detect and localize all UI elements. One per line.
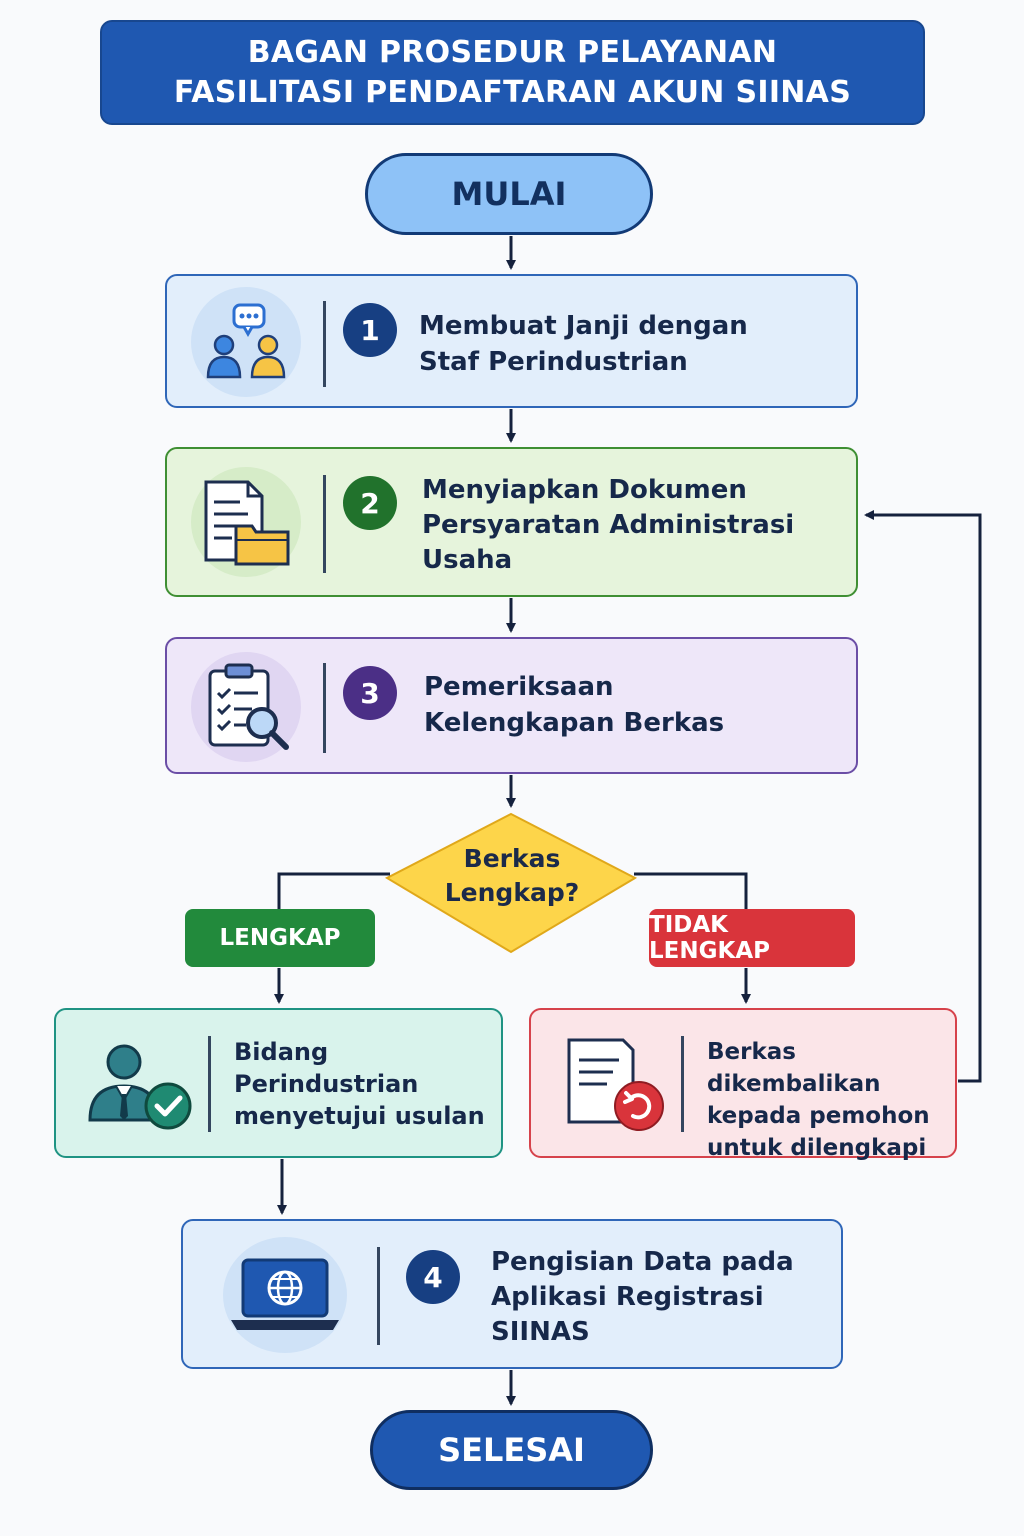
step-3-number: 3 bbox=[360, 676, 380, 710]
step-3-divider bbox=[323, 663, 326, 753]
step-3-number-badge: 3 bbox=[343, 666, 397, 720]
title-line-1: BAGAN PROSEDUR PELAYANAN bbox=[247, 34, 778, 70]
step-1-box: 1 Membuat Janji dengan Staf Perindustria… bbox=[165, 274, 858, 408]
step-2-divider bbox=[323, 475, 326, 573]
step-3-box: 3 Pemeriksaan Kelengkapan Berkas bbox=[165, 637, 858, 774]
step-2-line-2: Persyaratan Administrasi bbox=[422, 510, 795, 540]
step-1-number-badge: 1 bbox=[343, 303, 397, 357]
laptop-globe-icon bbox=[223, 1237, 347, 1353]
step-1-line-1: Membuat Janji dengan bbox=[419, 311, 748, 341]
approval-line-2: Perindustrian bbox=[234, 1070, 419, 1098]
approval-text: Bidang Perindustrian menyetujui usulan bbox=[234, 1036, 485, 1132]
checklist-magnifier-icon bbox=[191, 652, 301, 762]
return-line-1: Berkas dikembalikan bbox=[707, 1039, 881, 1097]
arrow-return-loop bbox=[864, 510, 982, 1083]
decision-text: Berkas Lengkap? bbox=[412, 842, 612, 910]
complete-label: LENGKAP bbox=[185, 909, 375, 967]
approval-line-1: Bidang bbox=[234, 1038, 329, 1066]
line-decision-to-complete bbox=[277, 872, 390, 909]
step-4-line-3: SIINAS bbox=[491, 1317, 590, 1347]
step-2-text: Menyiapkan Dokumen Persyaratan Administr… bbox=[422, 473, 794, 578]
step-1-number: 1 bbox=[360, 313, 380, 347]
approval-box: Bidang Perindustrian menyetujui usulan bbox=[54, 1008, 503, 1158]
approval-line-3: menyetujui usulan bbox=[234, 1102, 485, 1130]
start-label: MULAI bbox=[451, 175, 567, 213]
return-line-2: kepada pemohon bbox=[707, 1103, 930, 1129]
step-1-line-2: Staf Perindustrian bbox=[419, 347, 688, 377]
step-3-line-1: Pemeriksaan bbox=[424, 672, 614, 702]
incomplete-label-text: TIDAK LENGKAP bbox=[649, 912, 770, 964]
line-decision-to-incomplete bbox=[634, 872, 748, 909]
end-terminator: SELESAI bbox=[370, 1410, 653, 1490]
end-label: SELESAI bbox=[438, 1431, 585, 1469]
step-4-box: 4 Pengisian Data pada Aplikasi Registras… bbox=[181, 1219, 843, 1369]
step-1-text: Membuat Janji dengan Staf Perindustrian bbox=[419, 308, 748, 380]
title-banner: BAGAN PROSEDUR PELAYANAN FASILITASI PEND… bbox=[100, 20, 925, 125]
step-4-line-2: Aplikasi Registrasi bbox=[491, 1282, 764, 1312]
step-2-line-1: Menyiapkan Dokumen bbox=[422, 475, 747, 505]
approval-divider bbox=[208, 1036, 211, 1132]
step-4-divider bbox=[377, 1247, 380, 1345]
step-1-divider bbox=[323, 301, 326, 387]
step-3-text: Pemeriksaan Kelengkapan Berkas bbox=[424, 669, 724, 741]
step-3-line-2: Kelengkapan Berkas bbox=[424, 708, 725, 738]
title-line-2: FASILITASI PENDAFTARAN AKUN SIINAS bbox=[173, 74, 852, 110]
people-chat-icon bbox=[191, 287, 301, 397]
incomplete-label: TIDAK LENGKAP bbox=[649, 909, 855, 967]
return-line-3: untuk dilengkapi bbox=[707, 1135, 927, 1161]
decision-line-1: Berkas bbox=[463, 844, 561, 873]
step-4-text: Pengisian Data pada Aplikasi Registrasi … bbox=[491, 1245, 794, 1350]
return-text: Berkas dikembalikan kepada pemohon untuk… bbox=[707, 1036, 955, 1164]
step-4-number-badge: 4 bbox=[406, 1250, 460, 1304]
decision-line-2: Lengkap? bbox=[444, 878, 580, 907]
decision-diamond bbox=[384, 812, 638, 954]
step-4-number: 4 bbox=[423, 1260, 443, 1294]
document-folder-icon bbox=[191, 467, 301, 577]
step-2-box: 2 Menyiapkan Dokumen Persyaratan Adminis… bbox=[165, 447, 858, 597]
document-return-icon bbox=[565, 1036, 669, 1136]
step-4-line-1: Pengisian Data pada bbox=[491, 1247, 794, 1277]
start-terminator: MULAI bbox=[365, 153, 653, 235]
step-2-number: 2 bbox=[360, 486, 380, 520]
step-2-number-badge: 2 bbox=[343, 476, 397, 530]
step-2-line-3: Usaha bbox=[422, 545, 513, 575]
complete-label-text: LENGKAP bbox=[219, 925, 341, 951]
official-approved-icon bbox=[84, 1036, 194, 1136]
return-box: Berkas dikembalikan kepada pemohon untuk… bbox=[529, 1008, 957, 1161]
return-divider bbox=[681, 1036, 684, 1132]
